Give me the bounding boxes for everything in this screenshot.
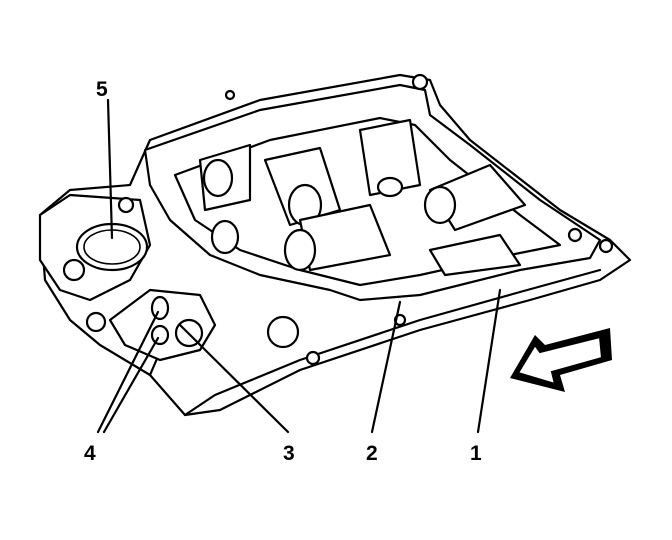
callout-3: 3 (283, 442, 295, 465)
front-arrow-icon (510, 328, 612, 392)
callout-4: 4 (84, 442, 96, 465)
callout-2: 2 (366, 442, 378, 465)
callout-1: 1 (470, 442, 482, 465)
sensor-boss (108, 288, 300, 362)
runners (198, 118, 527, 277)
leader-lines (96, 98, 502, 434)
coolant-outlet (38, 193, 152, 333)
bolt-holes (224, 73, 614, 366)
callout-5: 5 (96, 78, 108, 101)
